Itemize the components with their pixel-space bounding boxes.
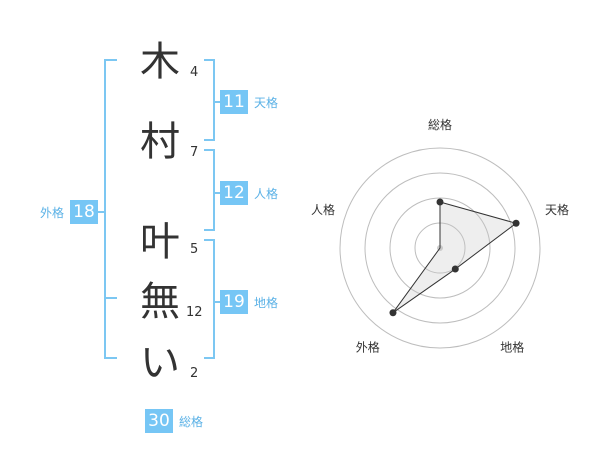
radar-point-1 xyxy=(436,198,444,206)
name-char-3: 叶 xyxy=(140,219,180,265)
radar-axis-label-5: 人格 xyxy=(311,202,335,217)
stroke-count-2: 7 xyxy=(190,145,199,160)
name-char-5: い xyxy=(140,340,180,386)
radar-axis-label-3: 地格 xyxy=(500,340,524,355)
soukaku-value: 30 xyxy=(145,409,173,433)
chikaku-value: 19 xyxy=(220,290,248,314)
radar-point-2 xyxy=(512,219,520,227)
jinkaku-label: 人格 xyxy=(254,187,279,201)
gaikaku-label: 外格 xyxy=(40,206,65,220)
tenkaku-value: 11 xyxy=(220,90,248,114)
radar-axis-label-2: 天格 xyxy=(545,202,569,217)
radar-point-3 xyxy=(451,265,459,273)
gaikaku-value: 18 xyxy=(70,200,98,224)
name-char-2: 村 xyxy=(140,119,180,165)
tenkaku-label: 天格 xyxy=(254,96,279,110)
name-char-1: 木 xyxy=(140,39,180,85)
jinkaku-value: 12 xyxy=(220,181,248,205)
radar-axis-label-1: 総格 xyxy=(428,117,452,132)
name-char-4: 無 xyxy=(140,279,180,325)
stroke-count-5: 2 xyxy=(190,366,199,381)
stroke-count-1: 4 xyxy=(190,65,199,80)
stroke-count-4: 12 xyxy=(186,305,203,320)
radar-ring-4 xyxy=(339,147,541,349)
radar-axis-label-4: 外格 xyxy=(356,340,380,355)
radar-ring-2 xyxy=(389,197,491,299)
radar-area xyxy=(392,201,518,314)
radar-point-4 xyxy=(389,309,397,317)
stroke-count-3: 5 xyxy=(190,242,199,257)
radar-ring-3 xyxy=(364,172,516,324)
soukaku-label: 総格 xyxy=(179,415,204,429)
chikaku-label: 地格 xyxy=(254,296,279,310)
